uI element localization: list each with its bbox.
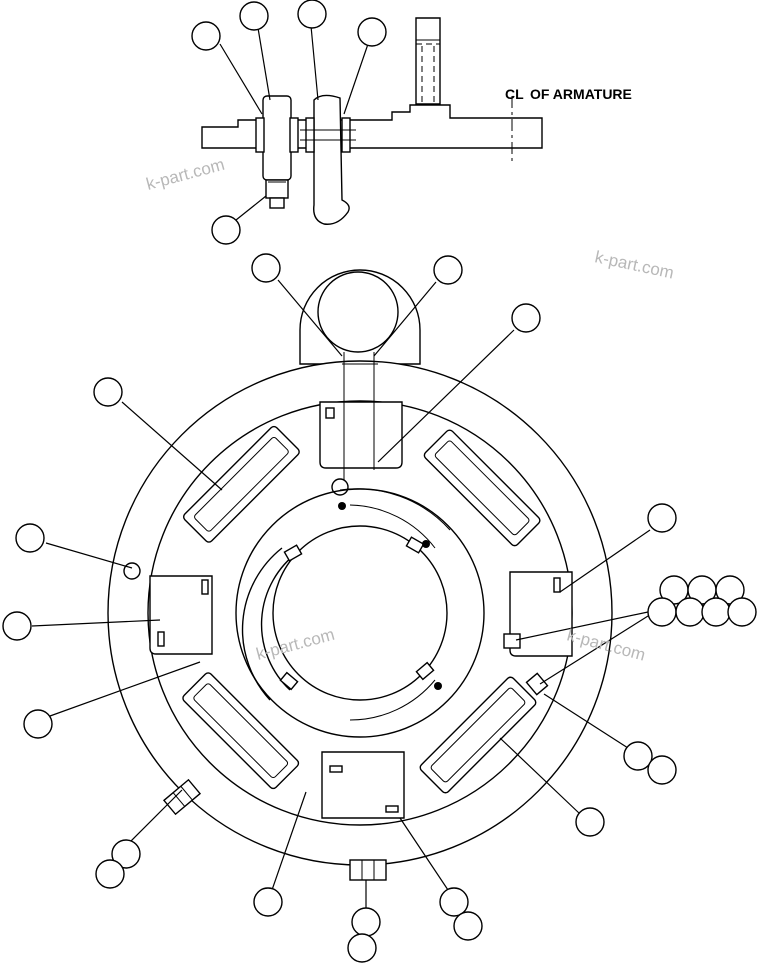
leader-lines [31, 25, 651, 910]
callout-bubble [191, 21, 221, 51]
callout-bubble [575, 807, 605, 837]
callout-bubble [357, 17, 387, 47]
callout-bubble [439, 887, 469, 917]
callout-bubble [647, 503, 677, 533]
callout-bubble [93, 377, 123, 407]
callout-bubble [111, 839, 141, 869]
callout-bubble [727, 597, 757, 627]
callout-bubble [211, 215, 241, 245]
callout-bubble [433, 255, 463, 285]
callout-bubble [15, 523, 45, 553]
callout-bubble [701, 597, 731, 627]
callout-bubble [95, 859, 125, 889]
field-frame-view [107, 269, 613, 881]
callout-bubble [675, 597, 705, 627]
callout-bubble [647, 597, 677, 627]
callout-bubble [347, 933, 377, 963]
callout-bubble [351, 907, 381, 937]
callout-bubble [2, 611, 32, 641]
watermark: k-part.com [144, 155, 226, 194]
callout-bubble [239, 1, 269, 31]
callout-bubble [23, 709, 53, 739]
callout-bubble [253, 887, 283, 917]
callout-bubble [251, 253, 281, 283]
armature-label: OF ARMATURE [530, 86, 632, 102]
watermark: k-part.com [593, 247, 675, 282]
callout-bubble [453, 911, 483, 941]
callout-bubble [297, 0, 327, 29]
callout-bubble [647, 755, 677, 785]
callout-bubble [511, 303, 541, 333]
armature-section-view: CL OF ARMATURE [201, 17, 632, 225]
callout-bubble [623, 741, 653, 771]
centerline-symbol: CL [505, 86, 524, 102]
